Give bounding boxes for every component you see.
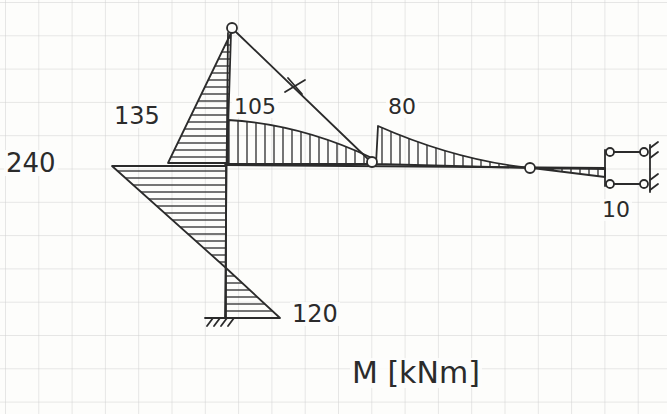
fixed-support — [205, 317, 245, 319]
moment-value: 10 — [600, 199, 632, 221]
support — [614, 151, 640, 153]
moment-value: 120 — [290, 302, 340, 326]
support — [640, 180, 648, 188]
support — [649, 145, 651, 192]
unit-label: M [kNm] — [350, 358, 482, 388]
moment-area — [532, 168, 605, 177]
moment-area — [228, 120, 372, 164]
support — [606, 180, 614, 188]
support — [614, 183, 640, 185]
moment-area — [168, 33, 231, 163]
moment-area — [112, 166, 226, 268]
moment-value: 240 — [4, 150, 58, 176]
moment-area — [226, 268, 280, 318]
support — [604, 150, 606, 186]
hinge — [367, 157, 377, 167]
fixed-support — [207, 318, 234, 326]
hinge — [227, 23, 237, 33]
hinge — [525, 163, 535, 173]
support — [640, 148, 648, 156]
support-hatch — [650, 142, 658, 190]
moment-value: 105 — [232, 96, 278, 118]
moment-value: 80 — [386, 96, 418, 118]
moment-value: 135 — [112, 104, 162, 128]
support — [606, 148, 614, 156]
strut-mark — [285, 80, 305, 92]
moment-area — [376, 126, 530, 168]
